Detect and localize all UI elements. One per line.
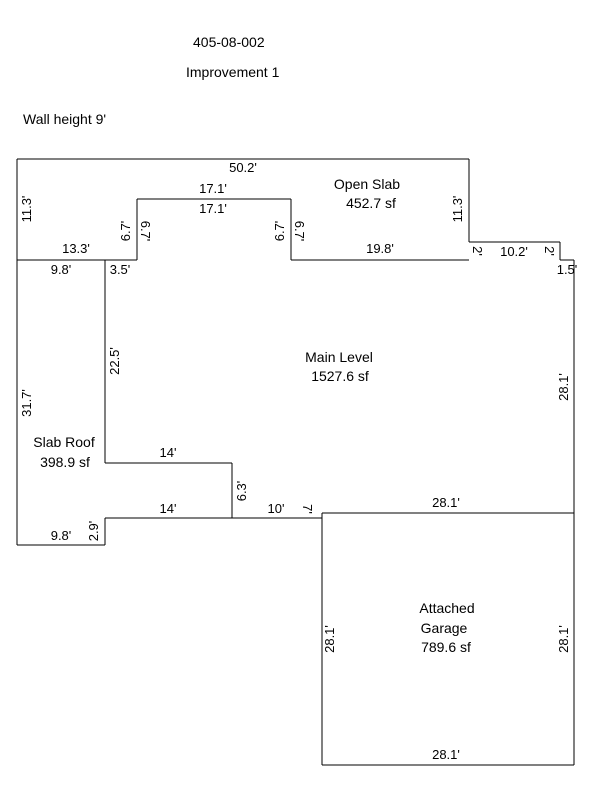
main-level-name: Main Level: [305, 349, 373, 365]
dim-left-height: 31.7': [19, 389, 34, 417]
open-slab-size: 452.7 sf: [346, 195, 396, 211]
dim-slab-bottom: 9.8': [51, 528, 72, 543]
dim-right-small: 1.5': [557, 262, 578, 277]
improvement-label: Improvement 1: [186, 64, 280, 80]
dim-step-a: 2': [470, 246, 485, 256]
dim-left-top-height: 11.3': [19, 196, 34, 223]
dim-inner-small: 3.5': [110, 262, 131, 277]
dim-mid-run: 10': [268, 501, 285, 516]
parcel-id: 405-08-002: [193, 34, 265, 50]
dim-inner-run-lower: 14': [160, 501, 177, 516]
dim-notch-bottom: 19.8': [366, 241, 394, 256]
garage-size: 789.6 sf: [421, 639, 471, 655]
dim-slab-small: 2.9': [86, 521, 101, 542]
slab-roof-size: 398.9 sf: [40, 454, 90, 470]
dim-top-width: 50.2': [229, 160, 257, 175]
dim-right-height: 28.1': [556, 373, 571, 401]
dim-inner-run-upper: 14': [160, 445, 177, 460]
dim-left-ledge: 13.3': [62, 241, 90, 256]
dim-step-b: 2': [542, 246, 557, 256]
garage-name-1: Attached: [419, 600, 474, 616]
dim-notch-top-outer: 17.1': [199, 181, 227, 196]
dim-right-top-height: 11.3': [450, 196, 465, 223]
dim-mid-drop: 7': [300, 504, 315, 514]
dim-notch-top-inner: 17.1': [199, 201, 227, 216]
slab-roof-name: Slab Roof: [33, 434, 95, 450]
dim-inner-height: 22.5': [107, 347, 122, 375]
dim-garage-right: 28.1': [556, 625, 571, 653]
dim-garage-bottom: 28.1': [432, 747, 460, 762]
plan-outline: [16, 158, 575, 766]
wall-height-label: Wall height 9': [23, 111, 107, 127]
dim-notch-right-a: 6.7': [272, 221, 287, 242]
dim-garage-top: 28.1': [432, 495, 460, 510]
dim-notch-right-b: 6.7': [292, 221, 307, 242]
dim-notch-left-b: 6.7': [138, 221, 153, 242]
garage-name-2: Garage: [421, 620, 468, 636]
dim-step-run: 10.2': [500, 244, 528, 259]
dim-garage-left: 28.1': [322, 625, 337, 653]
open-slab-name: Open Slab: [334, 176, 400, 192]
main-level-size: 1527.6 sf: [311, 368, 369, 384]
dim-inner-drop: 6.3': [234, 481, 249, 502]
dim-notch-left-a: 6.7': [118, 221, 133, 242]
dim-slab-top: 9.8': [51, 262, 72, 277]
